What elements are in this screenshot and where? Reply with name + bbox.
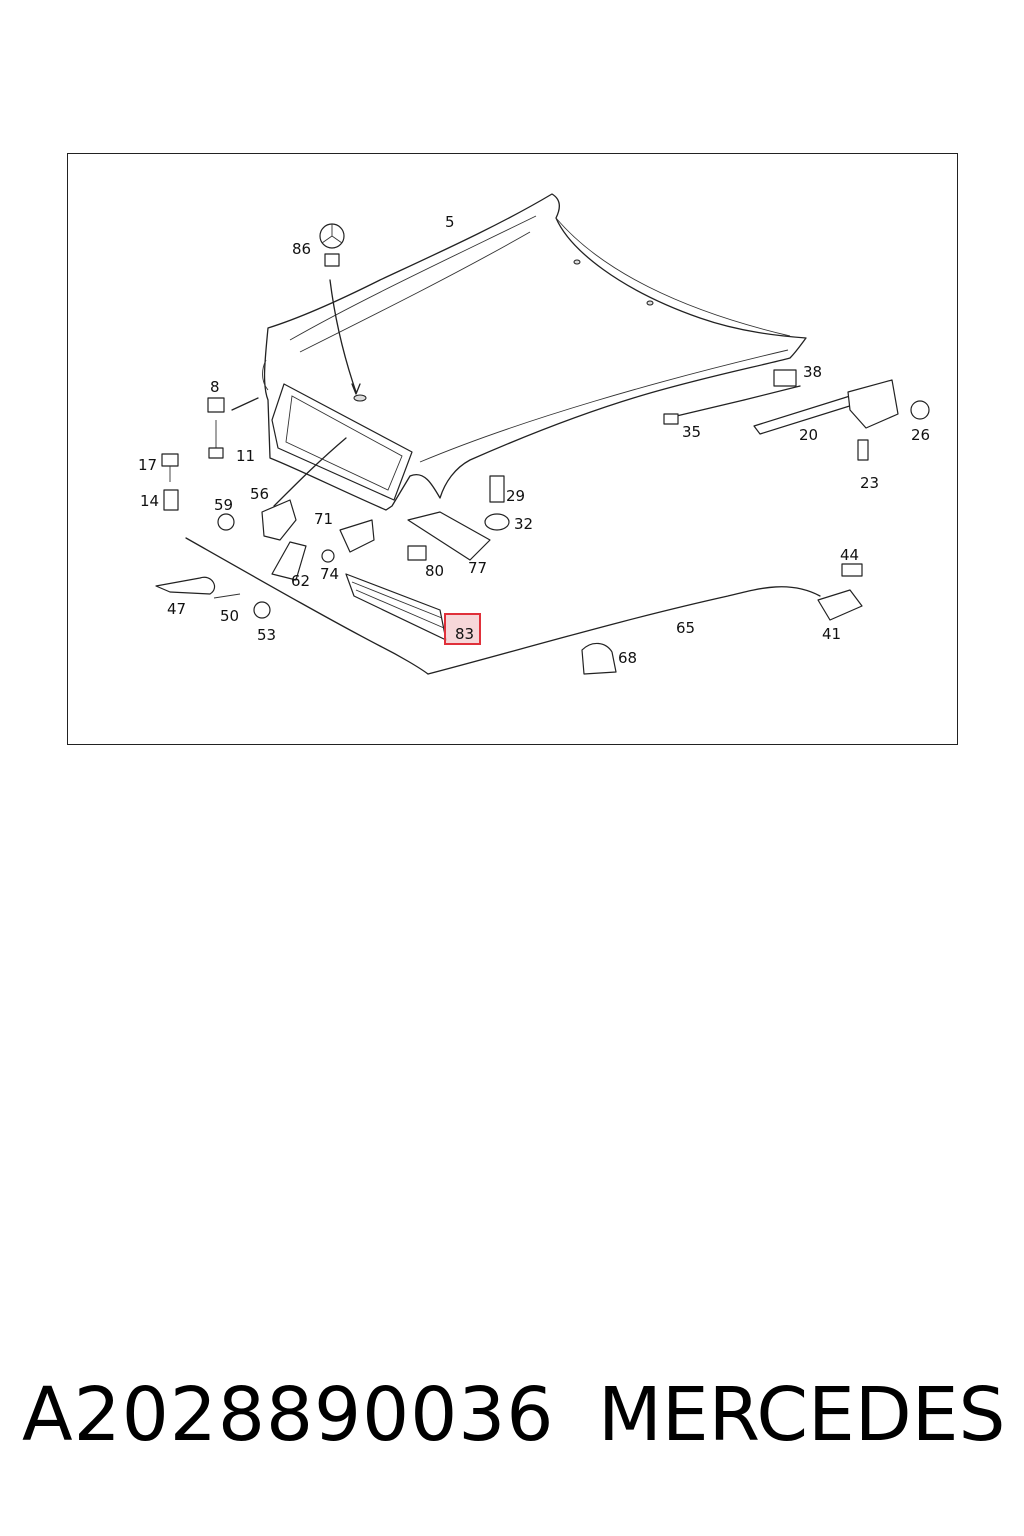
safety-hook — [155, 576, 271, 619]
release-cable — [185, 537, 821, 675]
callout-86: 86 — [292, 240, 311, 258]
callout-23: 23 — [860, 474, 879, 492]
air-intake-trim-part — [345, 573, 447, 641]
callout-14: 14 — [140, 492, 159, 510]
part-number-text: A2028890036 — [22, 1372, 555, 1458]
callout-44: 44 — [840, 546, 859, 564]
callout-35: 35 — [682, 423, 701, 441]
callout-29: 29 — [506, 487, 525, 505]
release-handle — [581, 563, 863, 675]
right-center-parts — [407, 475, 510, 561]
callout-41: 41 — [822, 625, 841, 643]
callout-26: 26 — [911, 426, 930, 444]
callout-17: 17 — [138, 456, 157, 474]
callout-8: 8 — [210, 378, 220, 396]
callout-65: 65 — [676, 619, 695, 637]
callout-32: 32 — [514, 515, 533, 533]
callout-59: 59 — [214, 496, 233, 514]
callout-83-highlighted: 83 — [455, 625, 474, 643]
callout-47: 47 — [167, 600, 186, 618]
left-fasteners — [161, 397, 259, 531]
callout-80: 80 — [425, 562, 444, 580]
callout-71: 71 — [314, 510, 333, 528]
lock-mechanism — [261, 437, 375, 581]
callout-50: 50 — [220, 607, 239, 625]
callout-11: 11 — [236, 447, 255, 465]
star-emblem-part — [319, 223, 361, 395]
callout-38: 38 — [803, 363, 822, 381]
callout-68: 68 — [618, 649, 637, 667]
callout-53: 53 — [257, 626, 276, 644]
callout-5: 5 — [445, 213, 455, 231]
callout-77: 77 — [468, 559, 487, 577]
callout-20: 20 — [799, 426, 818, 444]
callout-74: 74 — [320, 565, 339, 583]
brand-text: MERCEDES — [598, 1372, 1006, 1458]
highlight-box — [444, 613, 481, 645]
callout-62: 62 — [291, 572, 310, 590]
callout-56: 56 — [250, 485, 269, 503]
hood-hinge-strut — [663, 369, 930, 461]
